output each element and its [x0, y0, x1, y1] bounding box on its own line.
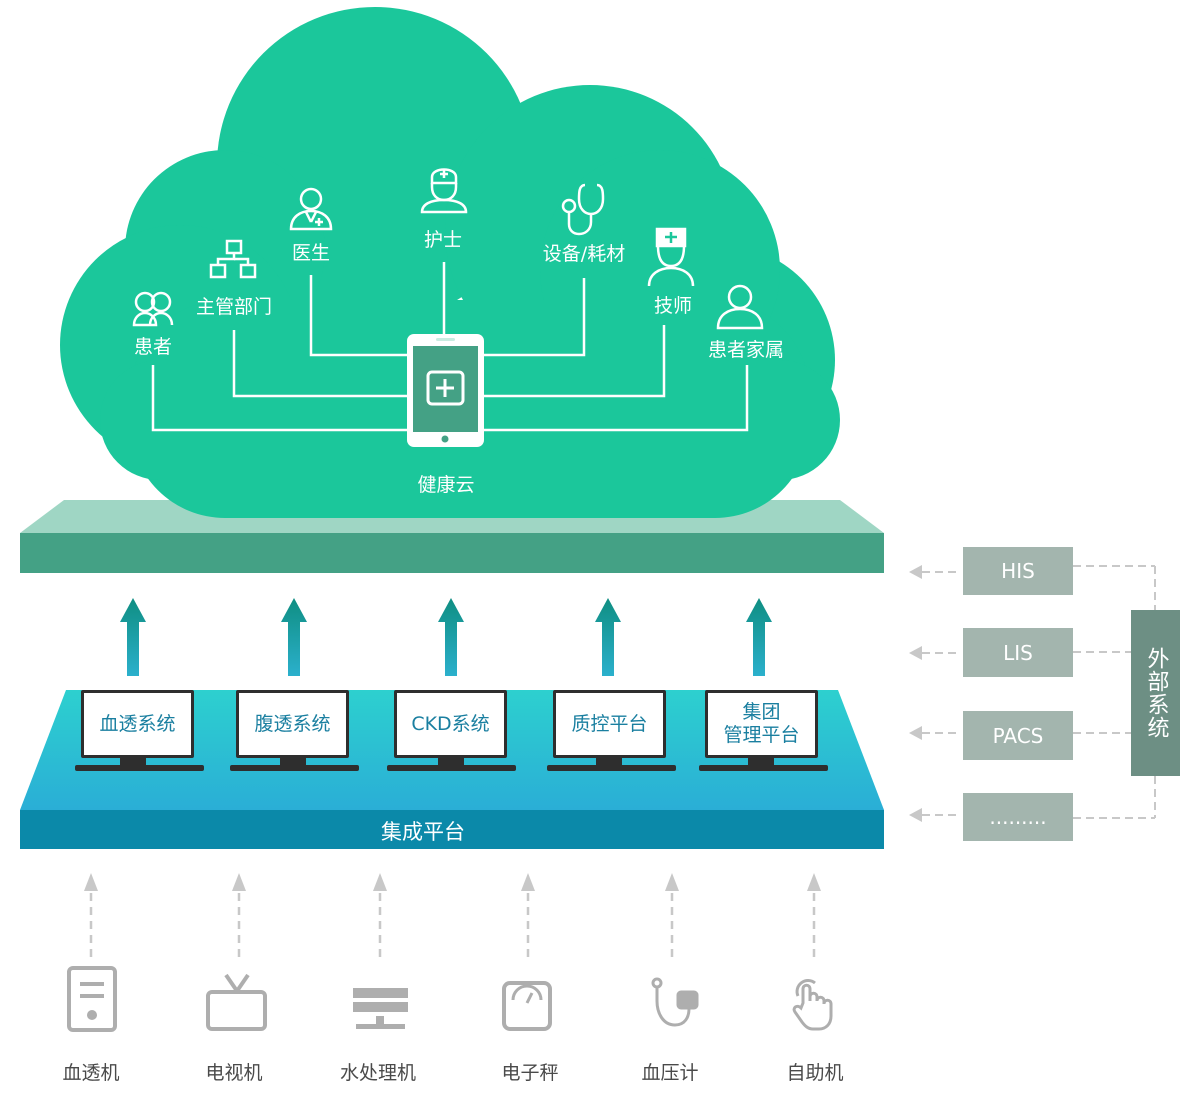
external-lis[interactable]: LIS: [963, 628, 1073, 677]
upward-arrows: [120, 598, 772, 676]
patients-icon: [132, 291, 174, 327]
up-arrow-5: [746, 598, 772, 676]
integration-platform-front: [20, 810, 884, 849]
technician-icon: [647, 227, 695, 287]
device-label-tv: 电视机: [205, 1062, 263, 1084]
device-label-scale: 电子秤: [501, 1062, 559, 1084]
external-arrowheads: [909, 565, 922, 822]
org-chart-icon: [209, 239, 257, 279]
cloud-title: 健康云: [417, 474, 475, 496]
family-user-icon: [716, 284, 764, 330]
phone-icon: [407, 334, 484, 447]
role-label-equipment: 设备/耗材: [542, 243, 626, 265]
external-connectors: [922, 565, 1156, 819]
up-arrow-1: [120, 598, 146, 676]
up-arrow-4: [595, 598, 621, 676]
external-his[interactable]: HIS: [963, 547, 1073, 595]
up-arrow-2: [281, 598, 307, 676]
cloud-platform-front: [20, 533, 884, 573]
nurse-icon: [420, 168, 468, 214]
external-pacs[interactable]: PACS: [963, 711, 1073, 760]
system-peritoneal-dialysis[interactable]: 腹透系统: [236, 690, 349, 758]
device-connectors: [89, 893, 816, 958]
role-label-family: 患者家属: [707, 339, 785, 361]
dialysis-machine-icon: [67, 966, 117, 1032]
device-label-water: 水处理机: [339, 1062, 417, 1084]
system-hemodialysis[interactable]: 血透系统: [81, 690, 194, 758]
role-label-patient: 患者: [133, 336, 173, 358]
up-arrow-3: [438, 598, 464, 676]
role-label-nurse: 护士: [423, 229, 463, 251]
external-systems-title: 外部系统: [1131, 610, 1180, 776]
self-service-icon: [792, 979, 833, 1031]
tv-icon: [206, 973, 267, 1031]
role-label-doctor: 医生: [291, 242, 331, 264]
scale-icon: [502, 981, 552, 1031]
system-ckd[interactable]: CKD系统: [394, 690, 507, 758]
doctor-icon: [289, 187, 333, 231]
external-more[interactable]: .........: [963, 793, 1073, 841]
device-label-kiosk: 自助机: [786, 1062, 844, 1084]
device-label-dialysis: 血透机: [62, 1062, 120, 1084]
device-label-bp: 血压计: [641, 1062, 699, 1084]
water-treatment-icon: [353, 988, 408, 1029]
system-group-management[interactable]: 集团 管理平台: [705, 690, 818, 758]
role-label-management: 主管部门: [195, 296, 273, 318]
blood-pressure-icon: [651, 977, 699, 1027]
monitor-stands: [75, 756, 828, 771]
device-arrowheads: [84, 873, 821, 891]
stethoscope-icon: [561, 183, 605, 236]
role-label-technician: 技师: [653, 295, 693, 317]
integration-platform-label: 集成平台: [381, 820, 465, 844]
system-quality-control[interactable]: 质控平台: [553, 690, 666, 758]
